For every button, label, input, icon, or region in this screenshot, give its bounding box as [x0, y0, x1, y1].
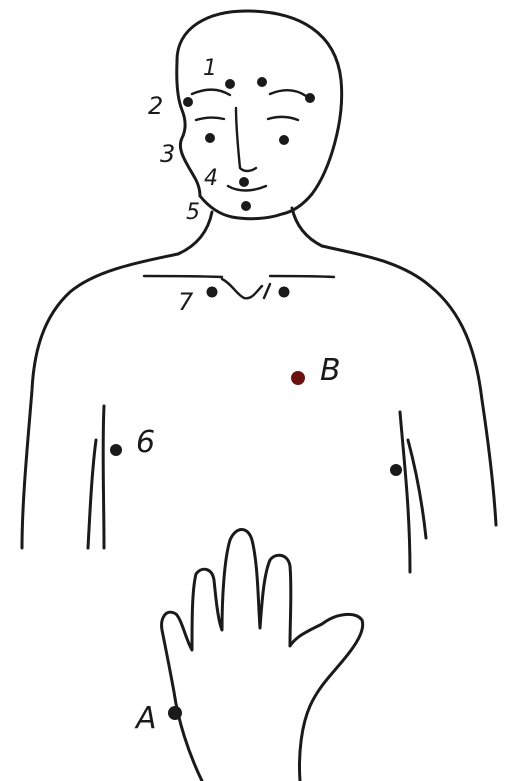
neck-right — [292, 208, 322, 246]
point-a — [168, 706, 182, 720]
point-4 — [239, 177, 249, 187]
point-7-right — [279, 287, 290, 298]
left-eye — [196, 118, 224, 120]
point-b — [291, 371, 305, 385]
left-eyebrow — [192, 90, 230, 95]
hand-outline — [162, 530, 363, 781]
label-1: 1 — [203, 58, 217, 80]
mouth — [228, 186, 266, 191]
torso-right-outline — [322, 246, 496, 525]
point-5 — [241, 201, 251, 211]
torso-left-outline — [22, 254, 178, 548]
nose — [236, 108, 256, 171]
collarbone-right-tick — [264, 284, 270, 298]
point-6-left — [110, 444, 122, 456]
point-2-left — [183, 97, 193, 107]
right-eye — [268, 117, 298, 120]
point-6-right — [390, 464, 402, 476]
label-3: 3 — [160, 142, 175, 166]
label-4: 4 — [204, 168, 218, 190]
label-5: 5 — [186, 202, 200, 224]
point-2-right — [305, 93, 315, 103]
point-3-left — [205, 133, 215, 143]
label-6: 6 — [136, 428, 155, 458]
label-2: 2 — [148, 94, 163, 118]
collarbone-line — [144, 276, 334, 277]
point-3-right — [279, 135, 289, 145]
right-arm-outer — [408, 440, 426, 538]
left-arm-inner — [103, 406, 104, 548]
point-7-left — [207, 287, 218, 298]
label-a: A — [136, 704, 157, 734]
left-arm-outer — [88, 440, 96, 548]
point-1-right — [257, 77, 267, 87]
label-b: B — [320, 356, 341, 386]
right-arm-inner — [400, 412, 410, 572]
label-7: 7 — [178, 290, 193, 314]
point-1-left — [225, 79, 235, 89]
sternal-notch — [222, 279, 262, 298]
right-eyebrow — [270, 90, 306, 96]
